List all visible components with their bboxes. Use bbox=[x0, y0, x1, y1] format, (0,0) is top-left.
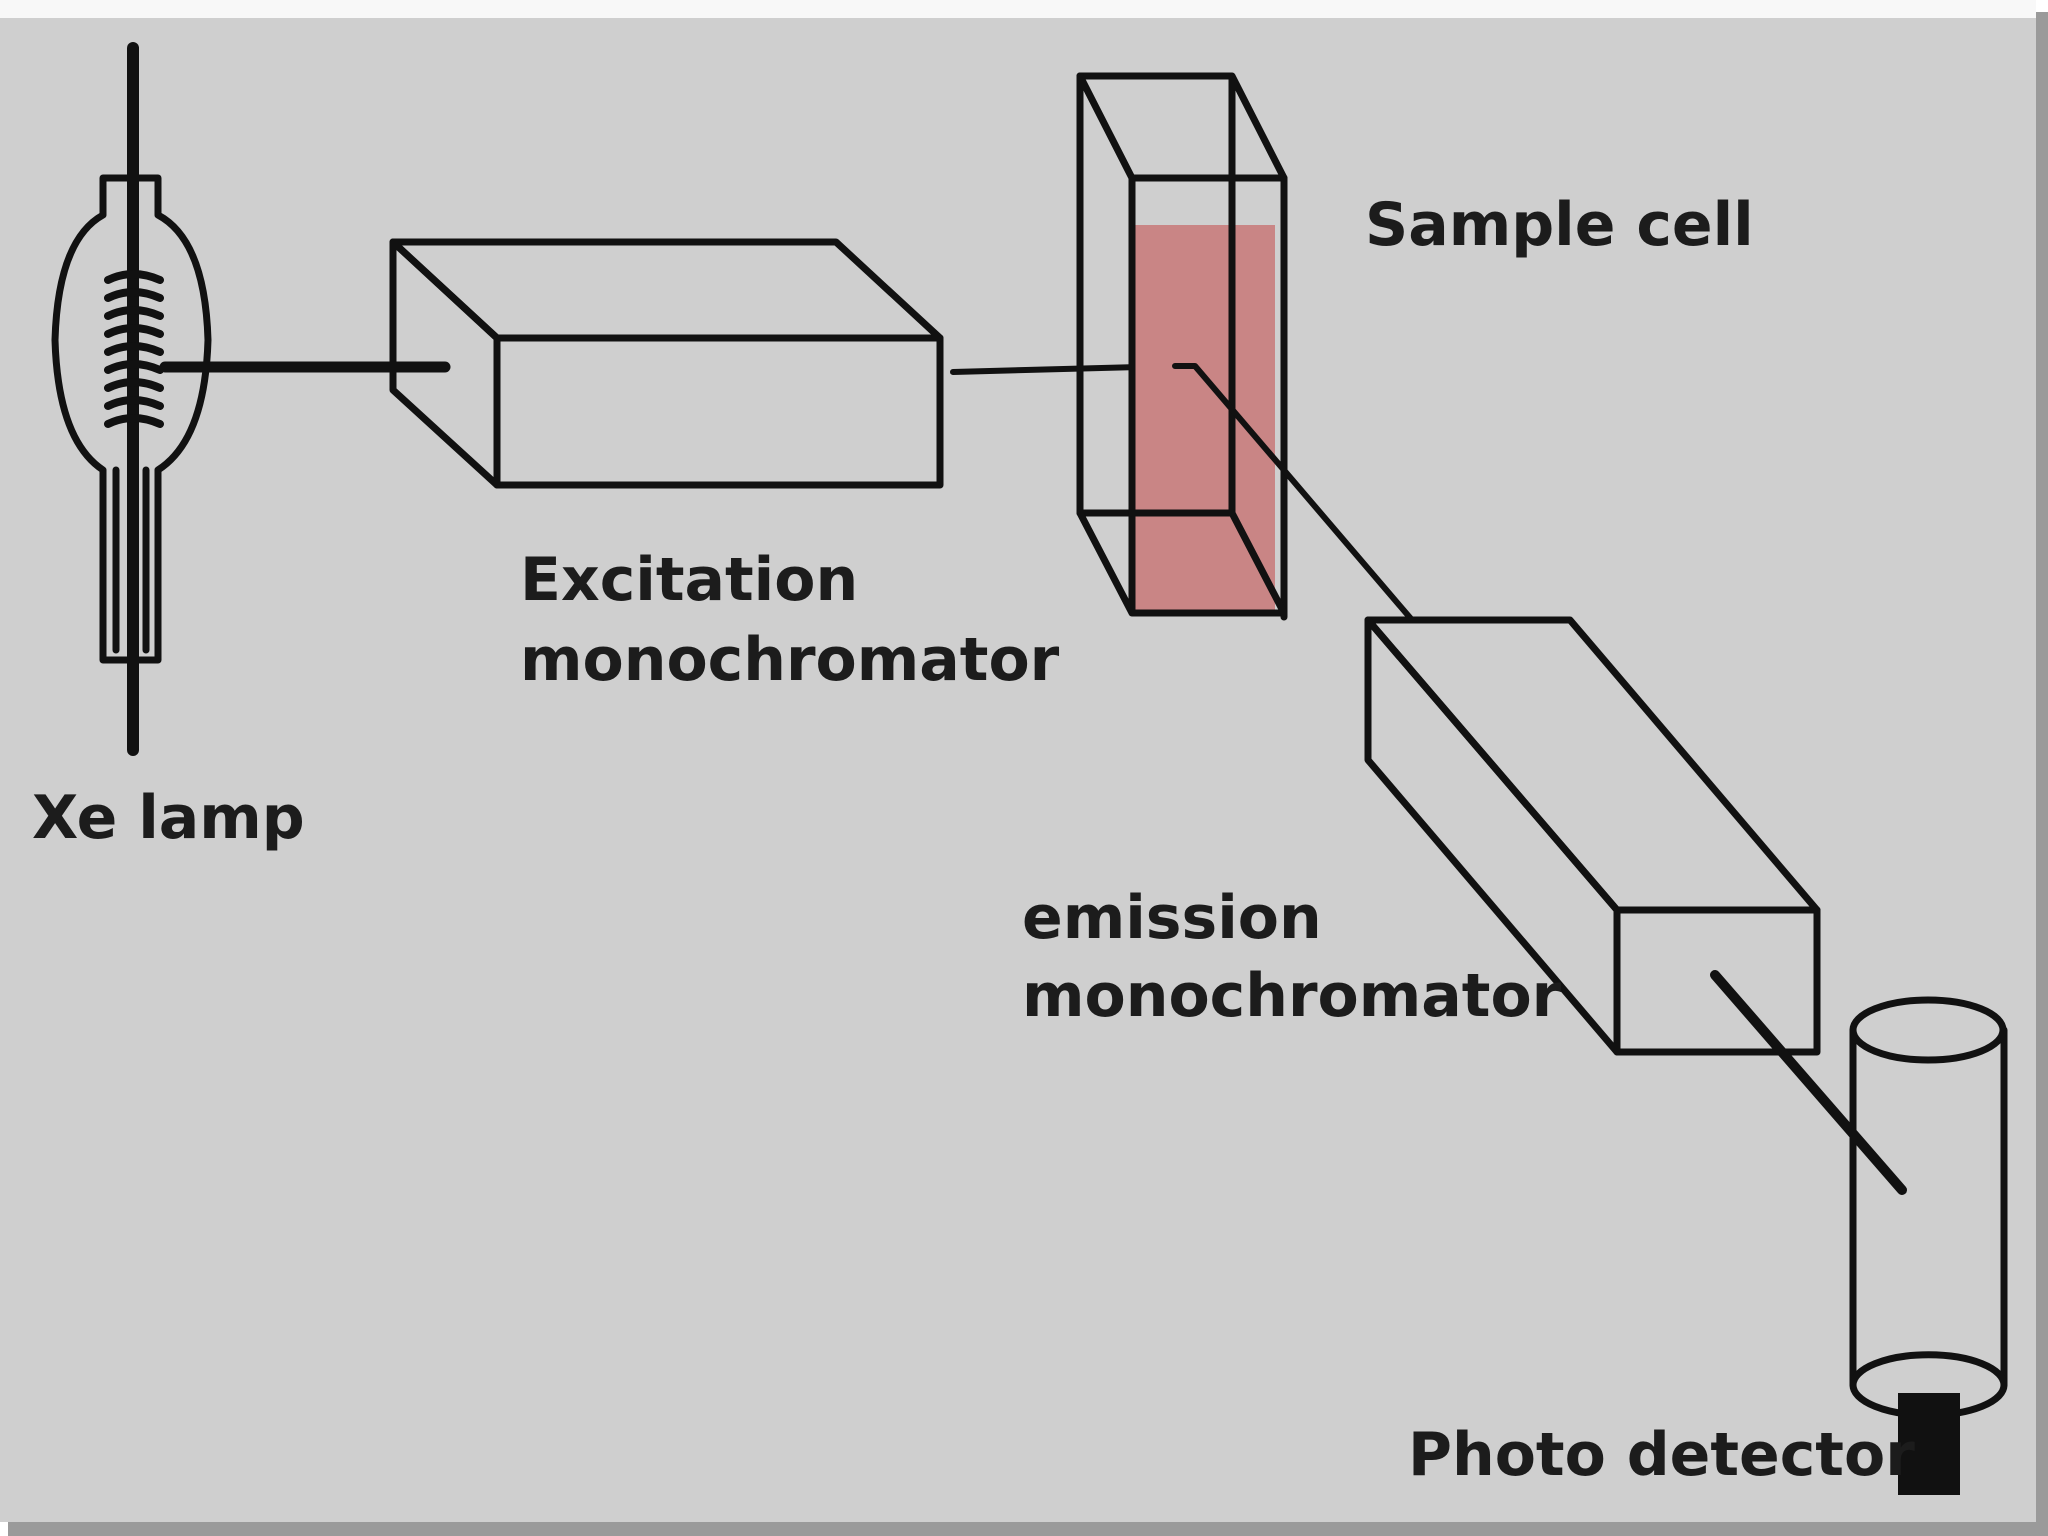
label-emission-line1: emission bbox=[1022, 883, 1322, 953]
excitation-left-face bbox=[389, 238, 501, 489]
beam-sample-to-emission bbox=[1172, 363, 1415, 623]
frame-top-edge bbox=[0, 0, 2036, 18]
lamp-inner-tube bbox=[112, 466, 150, 654]
photo-detector bbox=[1849, 996, 2008, 1495]
excitation-monochromator bbox=[389, 238, 944, 489]
label-xe-lamp: Xe lamp bbox=[32, 783, 305, 853]
xe-lamp bbox=[51, 42, 212, 756]
label-emission-line2: monochromator bbox=[1022, 961, 1562, 1031]
detector-bottom-ellipse bbox=[1849, 1351, 2008, 1419]
lamp-filament-coil bbox=[104, 270, 164, 428]
cuvette-front-outline bbox=[1076, 72, 1288, 617]
label-photo-detector: Photo detector bbox=[1408, 1420, 1915, 1490]
sample-cell bbox=[1076, 72, 1288, 621]
label-excitation-line1: Excitation bbox=[520, 545, 858, 615]
emission-front-face bbox=[1613, 906, 1821, 1056]
detector-connector bbox=[1898, 1393, 1960, 1495]
emission-monochromator bbox=[1364, 616, 1821, 1056]
detector-top-ellipse bbox=[1849, 996, 2007, 1064]
beam-emission-to-detector bbox=[1710, 970, 1907, 1195]
cuvette-top-edge bbox=[1076, 72, 1136, 182]
label-excitation-line2: monochromator bbox=[520, 625, 1060, 695]
label-sample-cell: Sample cell bbox=[1365, 190, 1754, 260]
lamp-outer-tube bbox=[51, 174, 212, 664]
cuvette-liquid-bottom bbox=[1128, 509, 1288, 617]
detector-cylinder-body bbox=[1849, 1026, 2008, 1389]
